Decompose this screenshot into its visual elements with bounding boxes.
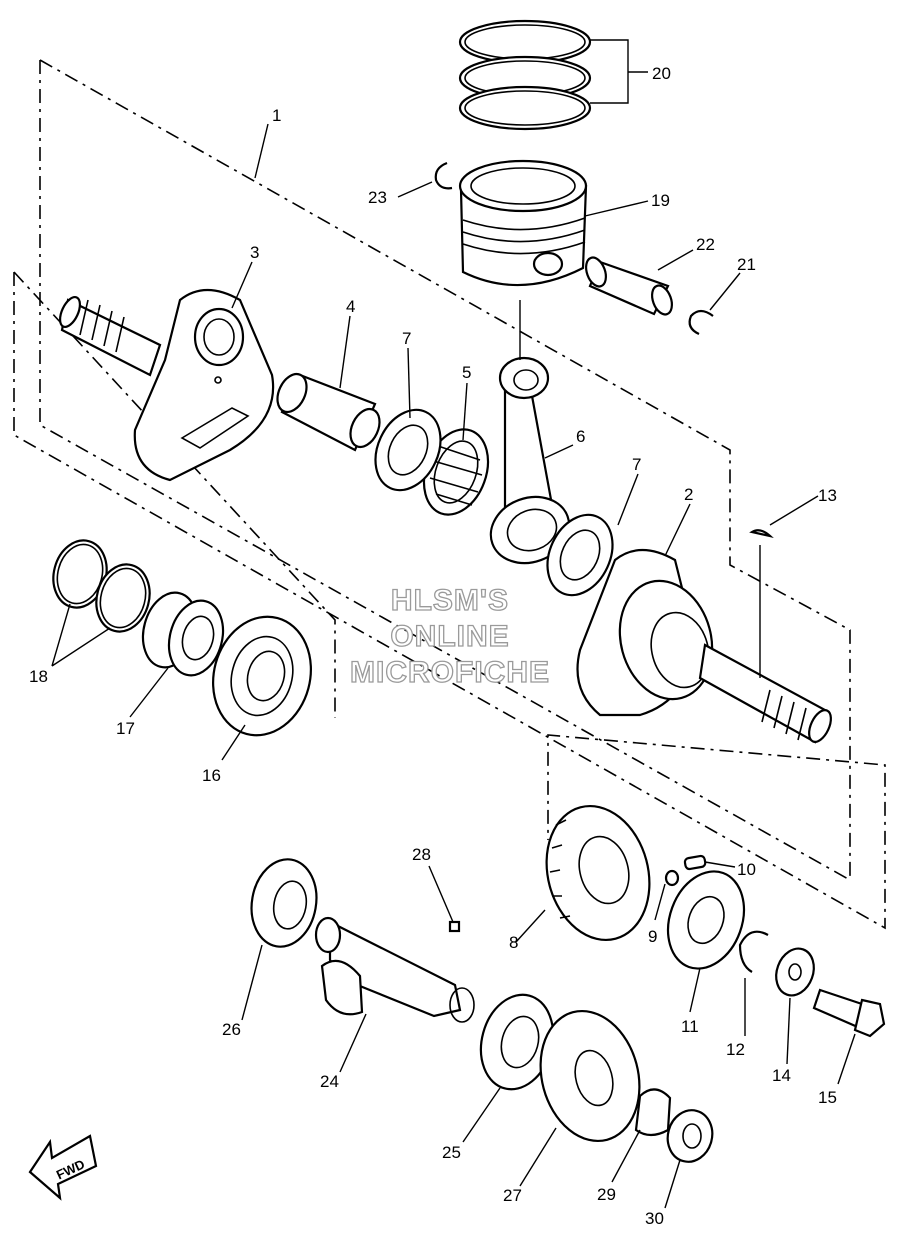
callout-13: 13 [818, 486, 837, 505]
callout-26: 26 [222, 1020, 241, 1039]
callout-9: 9 [648, 927, 657, 946]
callout-19: 19 [651, 191, 670, 210]
assembly-outline [13, 59, 886, 930]
callout-18: 18 [29, 667, 48, 686]
crank-pin [276, 372, 381, 452]
leader-lines [51, 39, 856, 1209]
thrust-washer-left [374, 408, 442, 492]
callout-15: 15 [818, 1088, 837, 1107]
callout-30: 30 [645, 1209, 664, 1228]
piston-pin-clip-left [434, 161, 453, 190]
callout-27: 27 [503, 1186, 522, 1205]
connecting-rod [489, 356, 571, 565]
callout-24: 24 [320, 1072, 339, 1091]
balancer-bearing-right [479, 993, 555, 1091]
bolt [812, 988, 886, 1038]
watermark: HLSM'S ONLINE MICROFICHE [349, 583, 550, 689]
callout-6: 6 [576, 427, 585, 446]
watermark-line-1: HLSM'S [391, 584, 509, 617]
piston-pin [585, 256, 673, 316]
callout-25: 25 [442, 1143, 461, 1162]
crank-bearing [212, 615, 312, 737]
circlip [738, 930, 769, 973]
forward-direction-arrow: FWD [28, 1134, 98, 1201]
callout-23: 23 [368, 188, 387, 207]
piston-pin-clip-right [688, 309, 714, 335]
callout-10: 10 [737, 860, 756, 879]
callout-8: 8 [509, 933, 518, 952]
crank-drive-gear [545, 804, 651, 942]
callout-numbers: 1 2 3 4 5 6 7 7 8 9 10 11 12 13 14 15 16… [29, 64, 837, 1228]
watermark-line-2: ONLINE [390, 620, 509, 653]
callout-4: 4 [346, 297, 355, 316]
callout-14: 14 [772, 1066, 791, 1085]
callout-16: 16 [202, 766, 221, 785]
crankshaft-right [576, 549, 832, 744]
oil-seal-rings [52, 539, 151, 633]
piston [458, 159, 588, 287]
woodruff-key [749, 529, 774, 538]
thrust-washer-right [546, 513, 614, 597]
piston-rings [458, 19, 592, 131]
crankshaft-left [58, 289, 275, 482]
callout-5: 5 [462, 363, 471, 382]
oil-seal [141, 591, 225, 677]
callout-22: 22 [696, 235, 715, 254]
callout-3: 3 [250, 243, 259, 262]
callout-17: 17 [116, 719, 135, 738]
nut [666, 1109, 714, 1163]
washer [775, 947, 815, 997]
callout-21: 21 [737, 255, 756, 274]
callout-11: 11 [681, 1017, 699, 1036]
callout-1: 1 [272, 106, 281, 125]
callout-2: 2 [684, 485, 693, 504]
callout-7b: 7 [632, 455, 641, 474]
balancer-shaft [314, 916, 475, 1023]
balancer-bearing-left [250, 858, 318, 948]
callout-28: 28 [412, 845, 431, 864]
spring-pin [664, 854, 707, 887]
callout-20: 20 [652, 64, 671, 83]
balancer-gear [539, 1009, 641, 1143]
callout-12: 12 [726, 1040, 745, 1059]
watermark-line-3: MICROFICHE [350, 656, 550, 689]
callout-7a: 7 [402, 329, 411, 348]
retainer-plate [666, 870, 746, 970]
callout-29: 29 [597, 1185, 616, 1204]
lock-washer [634, 1088, 672, 1137]
